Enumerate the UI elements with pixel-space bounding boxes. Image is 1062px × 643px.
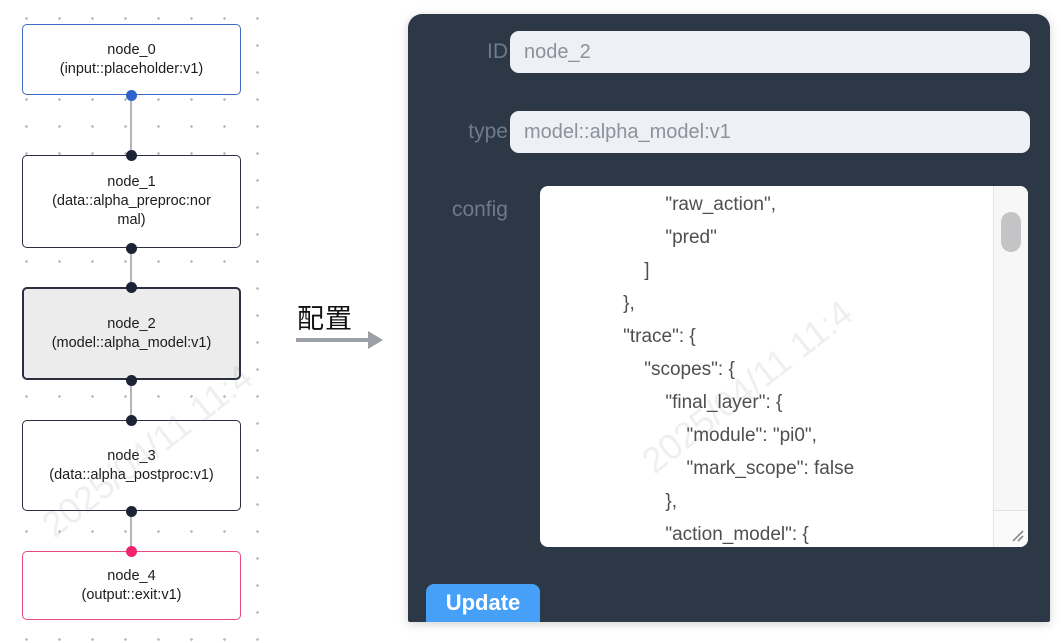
node-label: node_0 (input::placeholder:v1)	[47, 41, 217, 79]
config-scrollbar-track[interactable]	[993, 186, 1028, 547]
node-type: (output::exit:v1)	[81, 586, 182, 603]
config-scrollbar-corner	[993, 510, 1028, 547]
port-node_2-output[interactable]	[126, 375, 137, 386]
port-node_1-input[interactable]	[126, 150, 137, 161]
node-name: node_2	[107, 315, 156, 332]
node-label: node_4 (output::exit:v1)	[47, 567, 217, 605]
resize-handle-icon[interactable]	[1009, 527, 1025, 543]
node-type: (model::alpha_model:v1)	[51, 334, 212, 351]
port-node_0-output[interactable]	[126, 90, 137, 101]
flow-node-node_0[interactable]: node_0 (input::placeholder:v1)	[22, 24, 241, 95]
node-name: node_1	[107, 174, 156, 190]
type-field-label: type	[468, 120, 508, 143]
node-type: (data::alpha_preproc:normal)	[52, 193, 211, 228]
node-label: node_2 (model::alpha_model:v1)	[47, 315, 217, 353]
config-scrollbar-thumb[interactable]	[1001, 212, 1021, 252]
port-node_1-output[interactable]	[126, 243, 137, 254]
flow-node-node_3[interactable]: node_3 (data::alpha_postproc:v1)	[22, 420, 241, 511]
node-name: node_4	[107, 567, 156, 584]
update-button[interactable]: Update	[426, 584, 540, 622]
port-node_4-input[interactable]	[126, 546, 137, 557]
id-input[interactable]	[510, 31, 1030, 73]
arrow-shaft	[296, 338, 370, 342]
config-textarea[interactable]: "raw_action", "pred" ] }, "trace": { "sc…	[540, 186, 1028, 547]
node-type: (data::alpha_postproc:v1)	[49, 466, 214, 483]
config-json-text[interactable]: "raw_action", "pred" ] }, "trace": { "sc…	[623, 194, 855, 545]
node-name: node_0	[107, 41, 156, 58]
arrow-head	[368, 331, 383, 349]
port-node_3-input[interactable]	[126, 415, 137, 426]
node-label: node_3 (data::alpha_postproc:v1)	[47, 447, 217, 485]
type-input[interactable]	[510, 111, 1030, 153]
flow-node-node_1[interactable]: node_1 (data::alpha_preproc:normal)	[22, 155, 241, 248]
node-name: node_3	[107, 447, 156, 464]
node-config-panel: ID type config "raw_action", "pred" ] },…	[408, 14, 1050, 622]
config-field-label: config	[451, 198, 508, 221]
port-node_2-input[interactable]	[126, 282, 137, 293]
flow-node-node_4[interactable]: node_4 (output::exit:v1)	[22, 551, 241, 620]
port-node_3-output[interactable]	[126, 506, 137, 517]
right-arrow-icon	[296, 331, 388, 349]
node-label: node_1 (data::alpha_preproc:normal)	[47, 173, 217, 230]
node-type: (input::placeholder:v1)	[59, 60, 204, 77]
flow-node-node_2-selected[interactable]: node_2 (model::alpha_model:v1)	[22, 287, 241, 380]
id-field-label: ID	[487, 40, 508, 63]
config-annotation-label: 配置	[297, 304, 353, 334]
